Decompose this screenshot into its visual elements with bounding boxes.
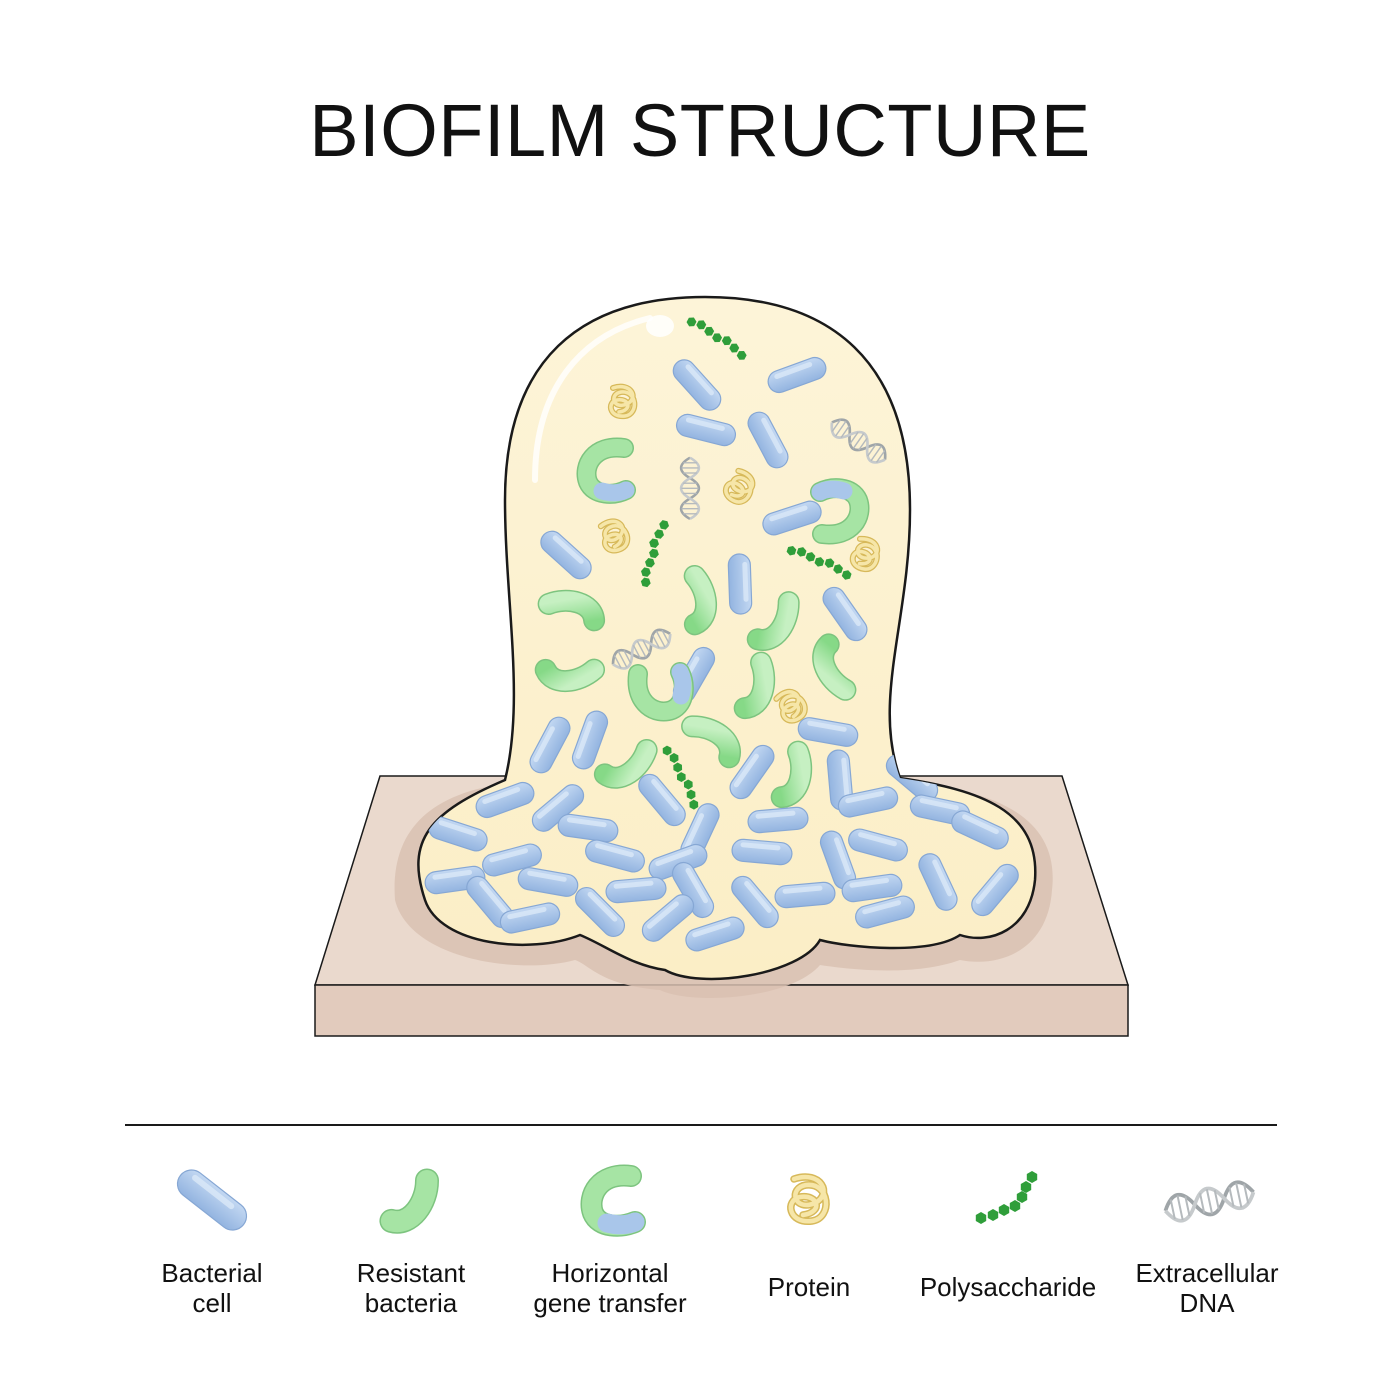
bacterial-cell xyxy=(604,875,668,905)
bacterial-cell-icon xyxy=(176,1169,248,1231)
legend-label: Resistant bacteria xyxy=(356,1258,466,1318)
horizontal-gene-transfer-icon xyxy=(580,1164,646,1237)
legend-item-protein: Protein xyxy=(709,1160,909,1330)
legend-label: Horizontal gene transfer xyxy=(533,1258,687,1318)
bacterial-cell xyxy=(730,837,794,867)
resistant-bacteria-icon xyxy=(379,1168,439,1234)
legend-divider xyxy=(125,1124,1277,1126)
bacterial-cell xyxy=(773,880,837,910)
protein-icon xyxy=(787,1173,830,1225)
legend-label: Polysaccharide xyxy=(919,1272,1097,1302)
legend-item-bacterial-cell: Bacterial cell xyxy=(112,1160,312,1330)
bacterial-cell xyxy=(727,553,753,615)
legend-item-extracellular-dna: Extracellular DNA xyxy=(1107,1160,1307,1330)
extracellular-dna-icon xyxy=(1163,1180,1256,1223)
polysaccharide-icon xyxy=(975,1171,1038,1224)
legend-item-polysaccharide: Polysaccharide xyxy=(908,1160,1108,1330)
legend-label: Protein xyxy=(767,1272,851,1302)
bacterial-cell xyxy=(746,805,810,835)
legend-item-horizontal-gene-transfer: Horizontal gene transfer xyxy=(510,1160,710,1330)
page-title: BIOFILM STRUCTURE xyxy=(309,89,1091,172)
biofilm-illustration xyxy=(313,295,1130,1037)
legend-label: Extracellular DNA xyxy=(1135,1258,1279,1318)
legend-item-resistant-bacteria: Resistant bacteria xyxy=(311,1160,511,1330)
legend-label: Bacterial cell xyxy=(161,1258,263,1318)
